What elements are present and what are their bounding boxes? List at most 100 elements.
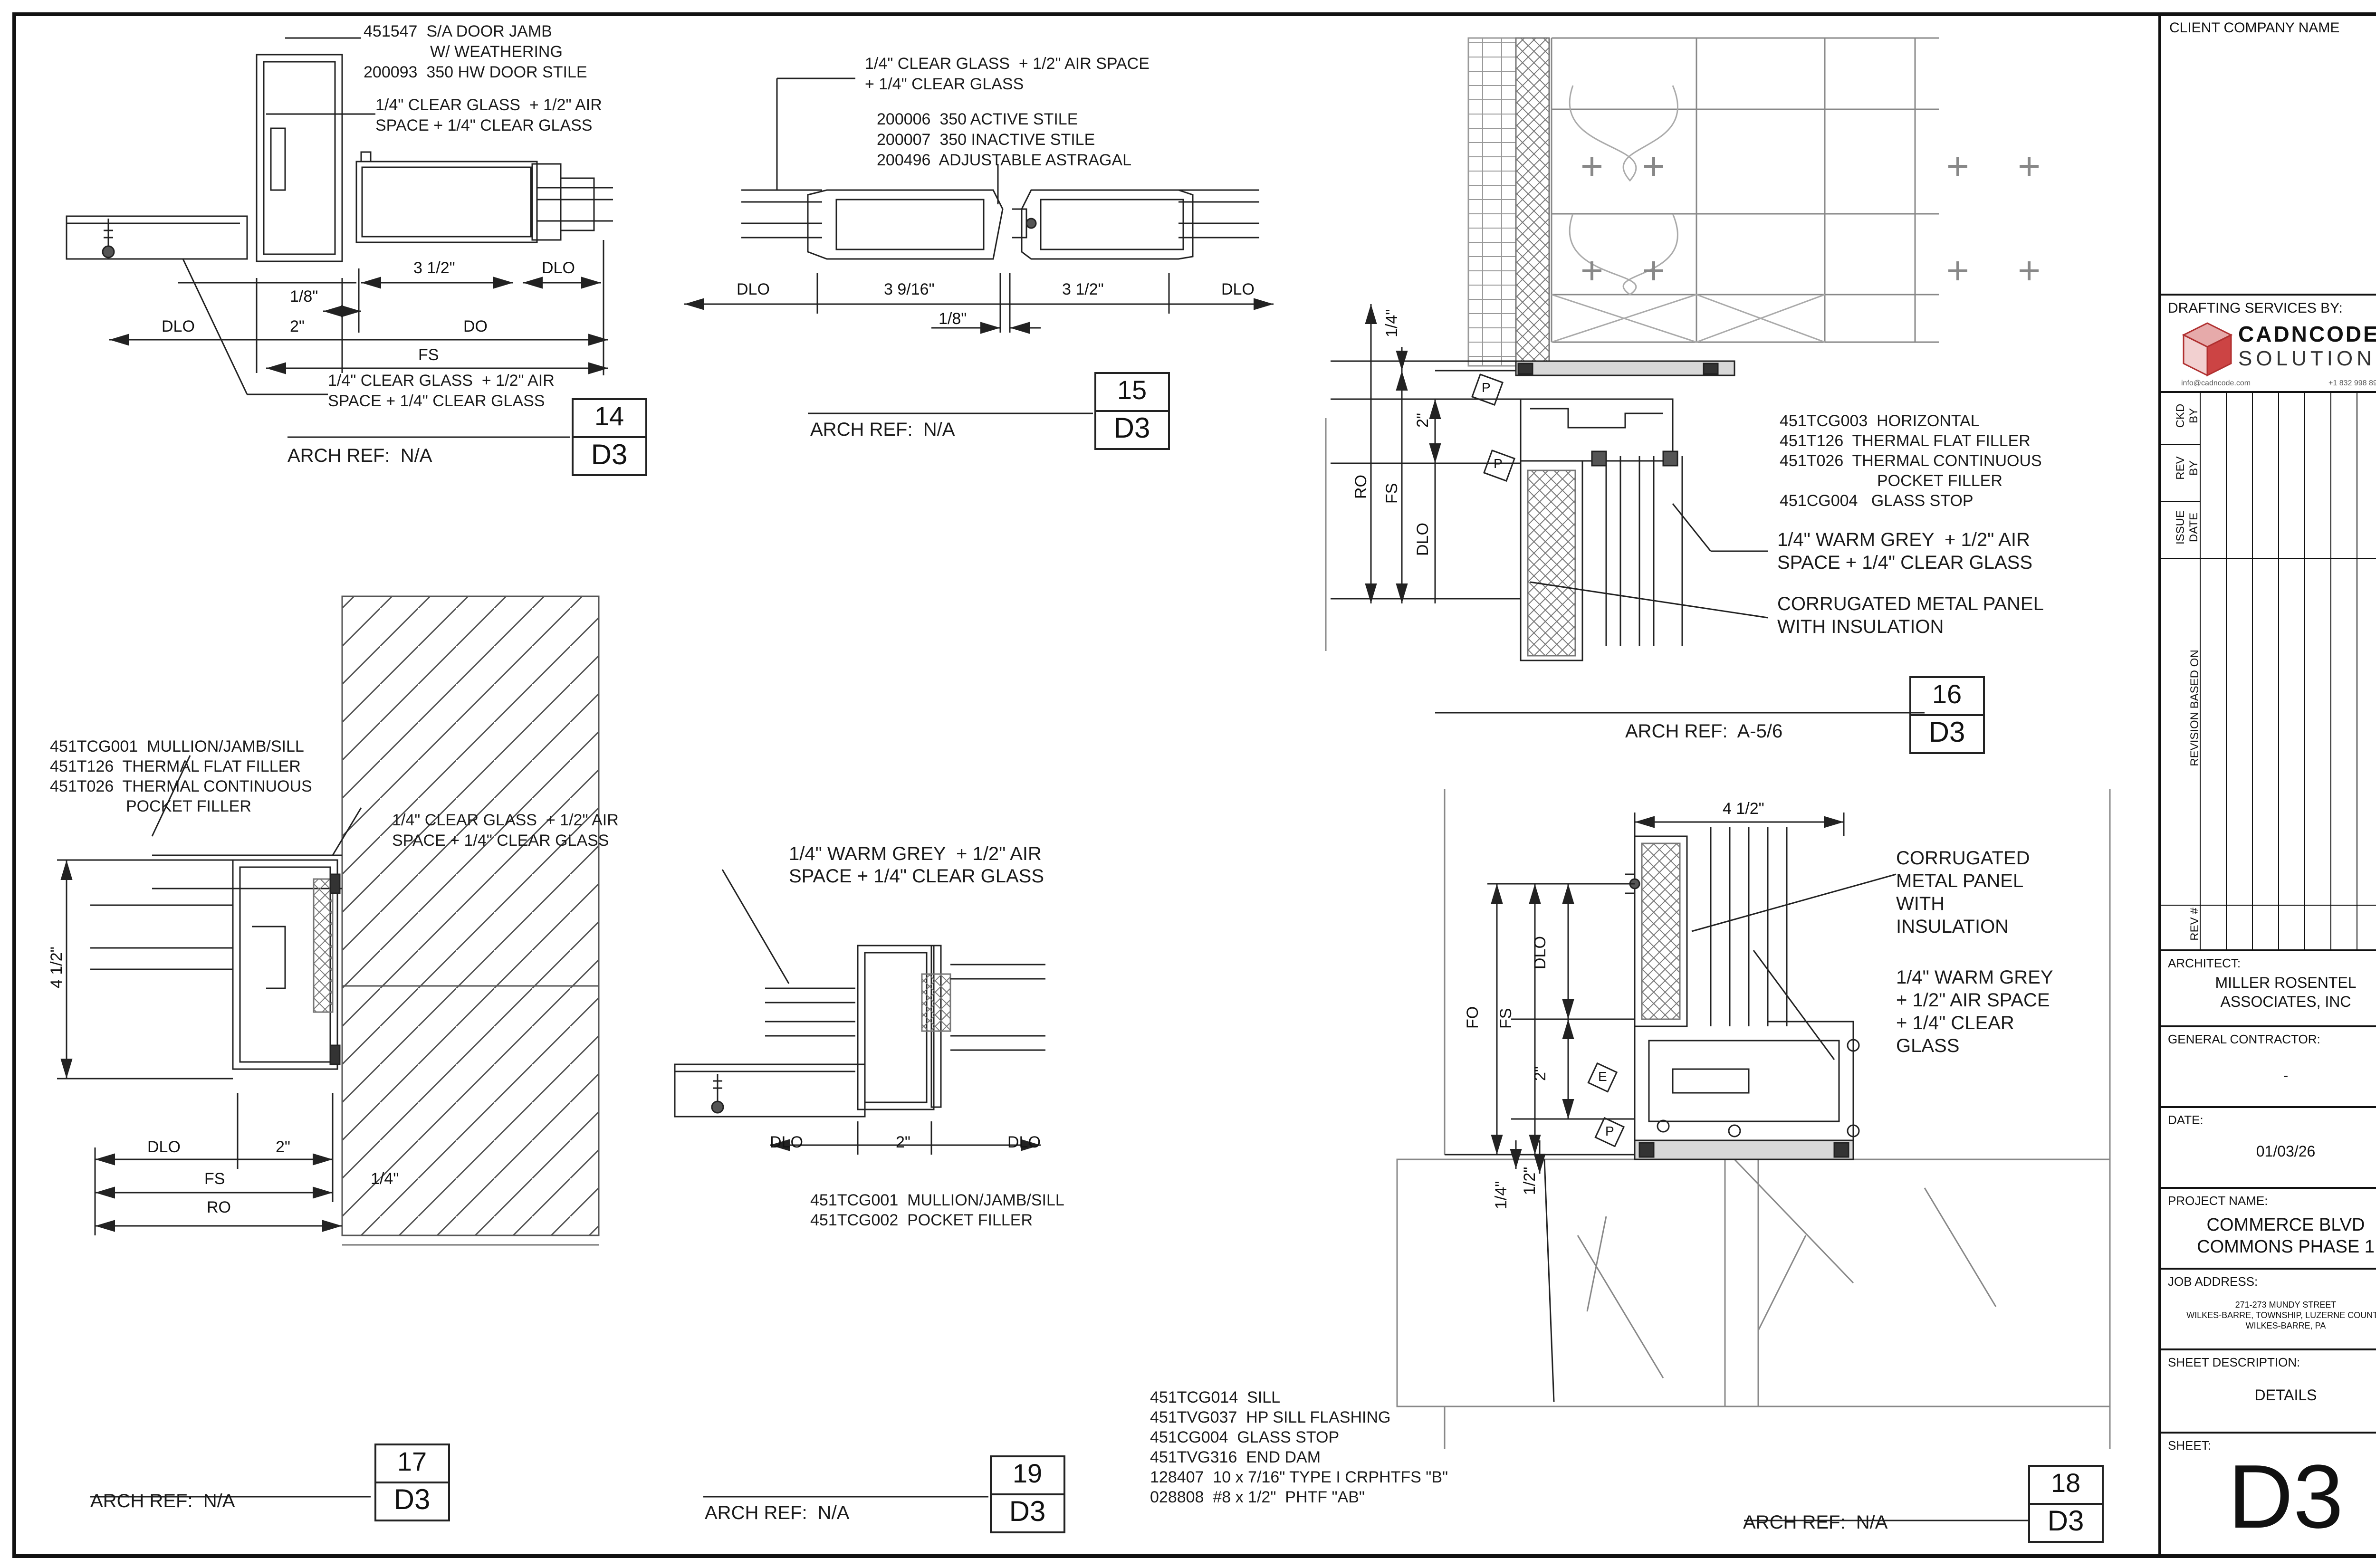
d17-note-6: SPACE + 1/4" CLEAR GLASS bbox=[392, 832, 609, 850]
d16-note-6: 1/4" WARM GREY + 1/2" AIR bbox=[1777, 529, 2030, 550]
d18-note-11: 451CG004 GLASS STOP bbox=[1150, 1428, 1340, 1446]
d14-note-4: 1/4" CLEAR GLASS + 1/2" AIR bbox=[375, 96, 602, 114]
d14-detail-number: 14 bbox=[594, 401, 624, 431]
d18-tag-p: P bbox=[1605, 1124, 1614, 1138]
d15-dim-dlo-right: DLO bbox=[1221, 280, 1255, 298]
d19-note-4: 451TCG002 POCKET FILLER bbox=[810, 1211, 1033, 1229]
d15-note-2: + 1/4" CLEAR GLASS bbox=[865, 75, 1024, 93]
d17-dim-fs: FS bbox=[204, 1170, 225, 1188]
d15-dim-3-1-2: 3 1/2" bbox=[1062, 280, 1104, 298]
job-address-label: JOB ADDRESS: bbox=[2168, 1274, 2258, 1289]
d19-dim-2: 2" bbox=[896, 1133, 910, 1151]
job-address-value: 271-273 MUNDY STREET WILKES-BARRE, TOWNS… bbox=[2186, 1300, 2376, 1330]
d16-note-1: 451TCG003 HORIZONTAL bbox=[1780, 412, 1980, 430]
d17-dim-ro: RO bbox=[207, 1198, 231, 1216]
d15-note-1: 1/4" CLEAR GLASS + 1/2" AIR SPACE bbox=[865, 55, 1150, 73]
d14-dim-do: DO bbox=[463, 317, 488, 335]
d15-dim-1-8: 1/8" bbox=[939, 310, 967, 328]
rev-col-ckd-by: CKD BY bbox=[2174, 403, 2200, 428]
d17-note-4: POCKET FILLER bbox=[126, 797, 251, 815]
d16-dim-ro: RO bbox=[1352, 475, 1370, 499]
d18-arch-ref: ARCH REF: N/A bbox=[1743, 1512, 1888, 1533]
d19-note-2: SPACE + 1/4" CLEAR GLASS bbox=[789, 866, 1044, 887]
d16-dim-2: 2" bbox=[1414, 413, 1432, 428]
d16-dim-dlo: DLO bbox=[1414, 523, 1432, 556]
logo-wordmark-bottom: SOLUTIONS bbox=[2238, 347, 2376, 370]
title-block-lines bbox=[2160, 294, 2376, 1434]
d18-note-9: 451TCG014 SILL bbox=[1150, 1388, 1281, 1406]
general-contractor-value: - bbox=[2283, 1067, 2289, 1084]
d16-note-4: POCKET FILLER bbox=[1877, 472, 2002, 490]
d15-note-4: 200007 350 INACTIVE STILE bbox=[877, 131, 1095, 149]
d19-sheet-ref: D3 bbox=[1009, 1495, 1046, 1527]
d16-note-8: CORRUGATED METAL PANEL bbox=[1777, 593, 2044, 614]
d16-note-3: 451T026 THERMAL CONTINUOUS bbox=[1780, 452, 2042, 470]
detail-17-drawing bbox=[57, 595, 600, 1521]
d18-note-2: METAL PANEL bbox=[1896, 870, 2024, 891]
logo-phone: +1 832 998 8951 bbox=[2328, 379, 2376, 387]
d19-detail-number: 19 bbox=[1012, 1458, 1043, 1488]
detail-15-drawing bbox=[684, 77, 1274, 450]
logo-wordmark-top: CADNCODE bbox=[2238, 322, 2376, 346]
d19-dim-dlo-right: DLO bbox=[1007, 1133, 1041, 1151]
d18-sheet-ref: D3 bbox=[2047, 1505, 2084, 1537]
d17-note-5: 1/4" CLEAR GLASS + 1/2" AIR bbox=[392, 811, 619, 829]
d18-note-1: CORRUGATED bbox=[1896, 848, 2030, 869]
d18-note-6: + 1/2" AIR SPACE bbox=[1896, 990, 2050, 1011]
d14-note-1: 451547 S/A DOOR JAMB bbox=[364, 22, 552, 40]
d14-arch-ref: ARCH REF: N/A bbox=[287, 445, 432, 466]
d18-dim-1-4: 1/4" bbox=[1492, 1181, 1510, 1209]
date-label: DATE: bbox=[2168, 1113, 2204, 1127]
d18-detail-number: 18 bbox=[2050, 1468, 2081, 1498]
d18-dim-dlo: DLO bbox=[1531, 936, 1549, 969]
client-company-label: CLIENT COMPANY NAME bbox=[2169, 20, 2340, 36]
d18-dim-2: 2" bbox=[1531, 1066, 1549, 1081]
d18-note-13: 128407 10 x 7/16" TYPE I CRPHTFS "B" bbox=[1150, 1468, 1448, 1486]
d14-dim-3-1-2: 3 1/2" bbox=[413, 259, 455, 277]
d19-dim-dlo-left: DLO bbox=[770, 1133, 803, 1151]
sheet-description-value: DETAILS bbox=[2254, 1386, 2317, 1404]
cube-logo-icon bbox=[2182, 322, 2233, 377]
d15-sheet-ref: D3 bbox=[1113, 412, 1150, 444]
d17-note-2: 451T126 THERMAL FLAT FILLER bbox=[50, 757, 301, 775]
d16-sheet-ref: D3 bbox=[1928, 716, 1965, 748]
d18-note-5: 1/4" WARM GREY bbox=[1896, 967, 2053, 988]
d14-note-3: 200093 350 HW DOOR STILE bbox=[364, 63, 587, 81]
d17-arch-ref: ARCH REF: N/A bbox=[90, 1491, 235, 1511]
d15-detail-number: 15 bbox=[1117, 375, 1147, 405]
rev-col-rev-number: REV # bbox=[2188, 908, 2201, 941]
d18-tag-e: E bbox=[1598, 1069, 1607, 1084]
d14-dim-1-8: 1/8" bbox=[290, 287, 318, 306]
d14-dim-dlo-right: DLO bbox=[542, 259, 575, 277]
d17-note-3: 451T026 THERMAL CONTINUOUS bbox=[50, 777, 312, 795]
architect-value: MILLER ROSENTEL ASSOCIATES, INC bbox=[2215, 974, 2357, 1010]
d18-note-12: 451TVG316 END DAM bbox=[1150, 1448, 1321, 1466]
rev-col-rev-by: REV BY bbox=[2174, 456, 2200, 480]
d16-detail-number: 16 bbox=[1932, 679, 1962, 709]
d18-dim-1-2: 1/2" bbox=[1521, 1166, 1539, 1195]
sheet-number: D3 bbox=[2228, 1446, 2344, 1547]
d19-note-1: 1/4" WARM GREY + 1/2" AIR bbox=[789, 843, 1042, 864]
d14-note-2: W/ WEATHERING bbox=[430, 43, 563, 61]
d14-note-6: 1/4" CLEAR GLASS + 1/2" AIR bbox=[328, 372, 555, 390]
d15-dim-dlo-left: DLO bbox=[737, 280, 770, 298]
d18-note-7: + 1/4" CLEAR bbox=[1896, 1013, 2014, 1033]
rev-col-issue-date: ISSUE DATE bbox=[2174, 510, 2200, 545]
detail-18-drawing bbox=[1396, 789, 2111, 1543]
d16-note-7: SPACE + 1/4" CLEAR GLASS bbox=[1777, 552, 2033, 573]
sheet-description-label: SHEET DESCRIPTION: bbox=[2168, 1355, 2300, 1369]
sheet-label: SHEET: bbox=[2168, 1438, 2212, 1453]
detail-16-drawing bbox=[1325, 37, 2039, 754]
general-contractor-label: GENERAL CONTRACTOR: bbox=[2168, 1032, 2320, 1046]
d15-dim-3-9-16: 3 9/16" bbox=[884, 280, 935, 298]
d16-note-5: 451CG004 GLASS STOP bbox=[1780, 492, 1974, 510]
d17-dim-dlo: DLO bbox=[147, 1138, 181, 1156]
logo-email: info@cadncode.com bbox=[2181, 379, 2251, 387]
d14-dim-2: 2" bbox=[290, 317, 305, 335]
d17-dim-2: 2" bbox=[276, 1138, 290, 1156]
d18-note-10: 451TVG037 HP SILL FLASHING bbox=[1150, 1408, 1391, 1426]
d16-note-2: 451T126 THERMAL FLAT FILLER bbox=[1780, 432, 2031, 450]
d16-dim-1-4: 1/4" bbox=[1383, 309, 1401, 337]
d19-note-3: 451TCG001 MULLION/JAMB/SILL bbox=[810, 1191, 1064, 1209]
